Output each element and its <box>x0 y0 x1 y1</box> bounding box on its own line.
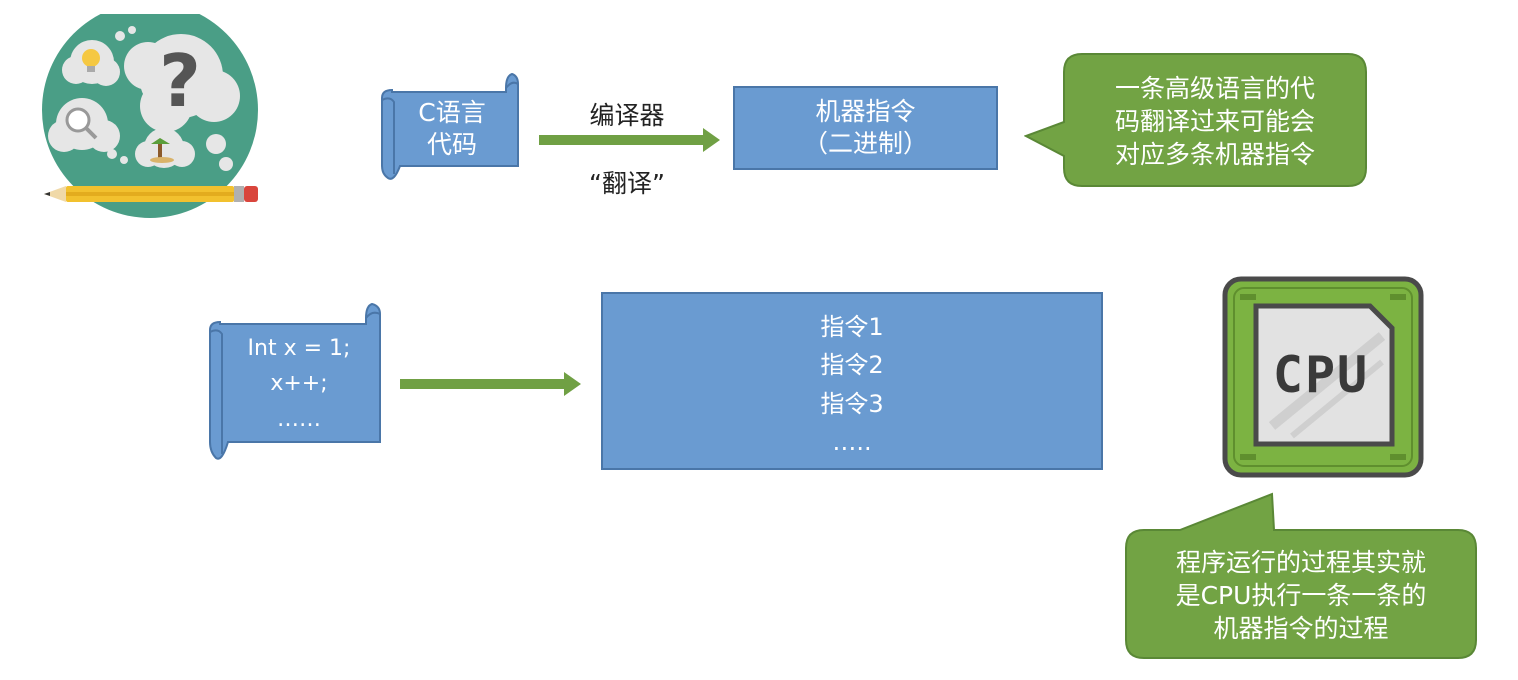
callout-bubble-bottom <box>1125 492 1477 659</box>
machine-box-line: 机器指令 <box>815 96 916 126</box>
code-scroll-label: Int x = 1; x++; …… <box>224 328 374 440</box>
callout-line: 码翻译过来可能会 <box>1114 106 1315 136</box>
magnifier-cloud-icon <box>48 98 120 152</box>
instruction-list-box: 指令1 指令2 指令3 ….. <box>601 292 1103 470</box>
lightbulb-cloud-icon <box>62 40 120 86</box>
code-line: Int x = 1; <box>247 336 351 362</box>
svg-text:?: ? <box>159 39 201 123</box>
c-code-scroll-icon <box>381 72 519 180</box>
cpu-icon <box>1222 276 1424 478</box>
instruction-item: ….. <box>832 428 872 457</box>
callout-line: 一条高级语言的代 <box>1114 73 1315 103</box>
callout-line: 程序运行的过程其实就 <box>1175 547 1426 577</box>
execute-arrow-icon <box>400 372 581 396</box>
cpu-label: CPU <box>1272 346 1370 404</box>
compiler-label: 编译器 <box>589 101 665 130</box>
callout-line: 机器指令的过程 <box>1213 613 1389 643</box>
island-cloud-icon <box>135 128 195 168</box>
instruction-item: 指令3 <box>820 389 884 418</box>
code-scroll-icon <box>209 302 381 460</box>
question-cloud-icon: ? <box>124 34 240 132</box>
code-line: …… <box>277 406 321 432</box>
thinking-illustration: ? <box>42 14 258 218</box>
machine-instruction-box: 机器指令 （二进制） <box>733 86 998 170</box>
translate-label: “翻译” <box>589 169 665 198</box>
instruction-item: 指令1 <box>820 313 884 341</box>
compile-arrow-icon <box>539 128 720 152</box>
scroll-label-line: 代码 <box>426 130 477 159</box>
instruction-item: 指令2 <box>820 351 884 380</box>
machine-box-line: （二进制） <box>802 129 928 158</box>
callout-line: 对应多条机器指令 <box>1114 139 1315 169</box>
c-code-scroll-label: C语言 代码 <box>396 88 508 170</box>
pencil-icon <box>44 186 258 202</box>
callout-top-text: 一条高级语言的代 码翻译过来可能会 对应多条机器指令 <box>1066 60 1364 182</box>
callout-bubble-top <box>1024 53 1367 187</box>
callout-line: 是CPU执行一条一条的 <box>1175 580 1427 610</box>
callout-bottom-text: 程序运行的过程其实就 是CPU执行一条一条的 机器指令的过程 <box>1130 534 1472 656</box>
scroll-label-line: C语言 <box>418 98 486 127</box>
code-line: x++; <box>270 371 328 397</box>
